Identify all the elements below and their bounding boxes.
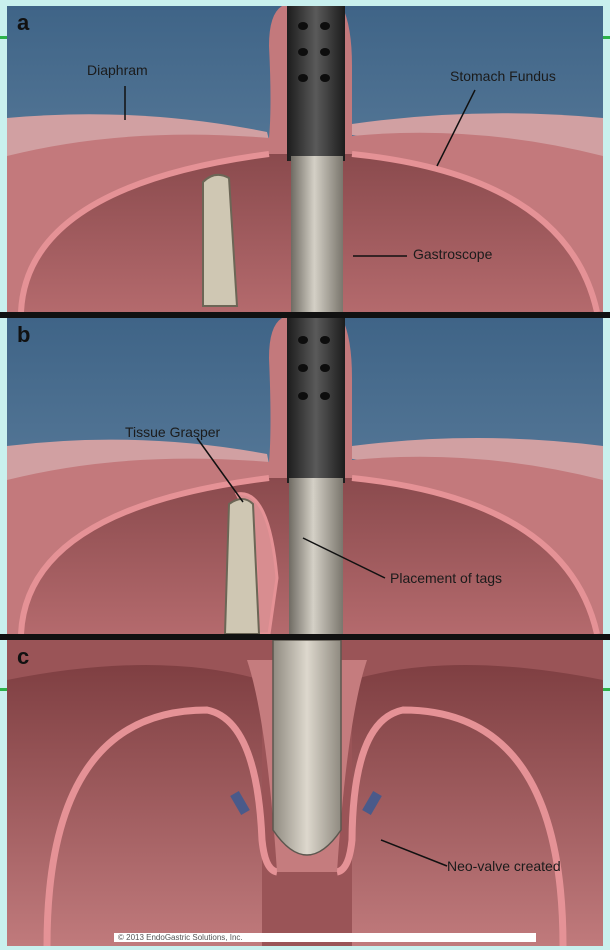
panel-c-right-chamber <box>352 665 603 946</box>
label-neo-valve-created: Neo-valve created <box>447 858 561 874</box>
panel-a-illustration <box>7 6 603 312</box>
panel-b-tissue-grasper <box>225 499 259 634</box>
panel-label-b: b <box>17 322 30 348</box>
panel-c-illustration <box>7 640 603 946</box>
panel-c-gastroscope <box>273 640 341 855</box>
panel-label-c: c <box>17 644 29 670</box>
label-gastroscope: Gastroscope <box>413 246 492 262</box>
panel-a: a Diaphram Stomach Fundus Gastroscope <box>7 6 603 312</box>
panel-b-illustration <box>7 318 603 634</box>
panel-a-gastroscope <box>291 156 343 312</box>
label-diaphram: Diaphram <box>87 62 148 78</box>
label-placement-of-tags: Placement of tags <box>390 570 502 586</box>
panel-c: c Neo-valve created © 2013 EndoGastric S… <box>7 640 603 946</box>
panel-b-scope-dark-segment <box>287 318 345 483</box>
panel-b-gastroscope <box>289 478 343 634</box>
panel-a-scope-dark-segment <box>287 6 345 161</box>
copyright-notice: © 2013 EndoGastric Solutions, Inc. <box>114 933 536 942</box>
label-stomach-fundus: Stomach Fundus <box>450 68 556 84</box>
panel-b: b Tissue Grasper Placement of tags <box>7 318 603 634</box>
panel-label-a: a <box>17 10 29 36</box>
label-tissue-grasper: Tissue Grasper <box>125 424 220 440</box>
